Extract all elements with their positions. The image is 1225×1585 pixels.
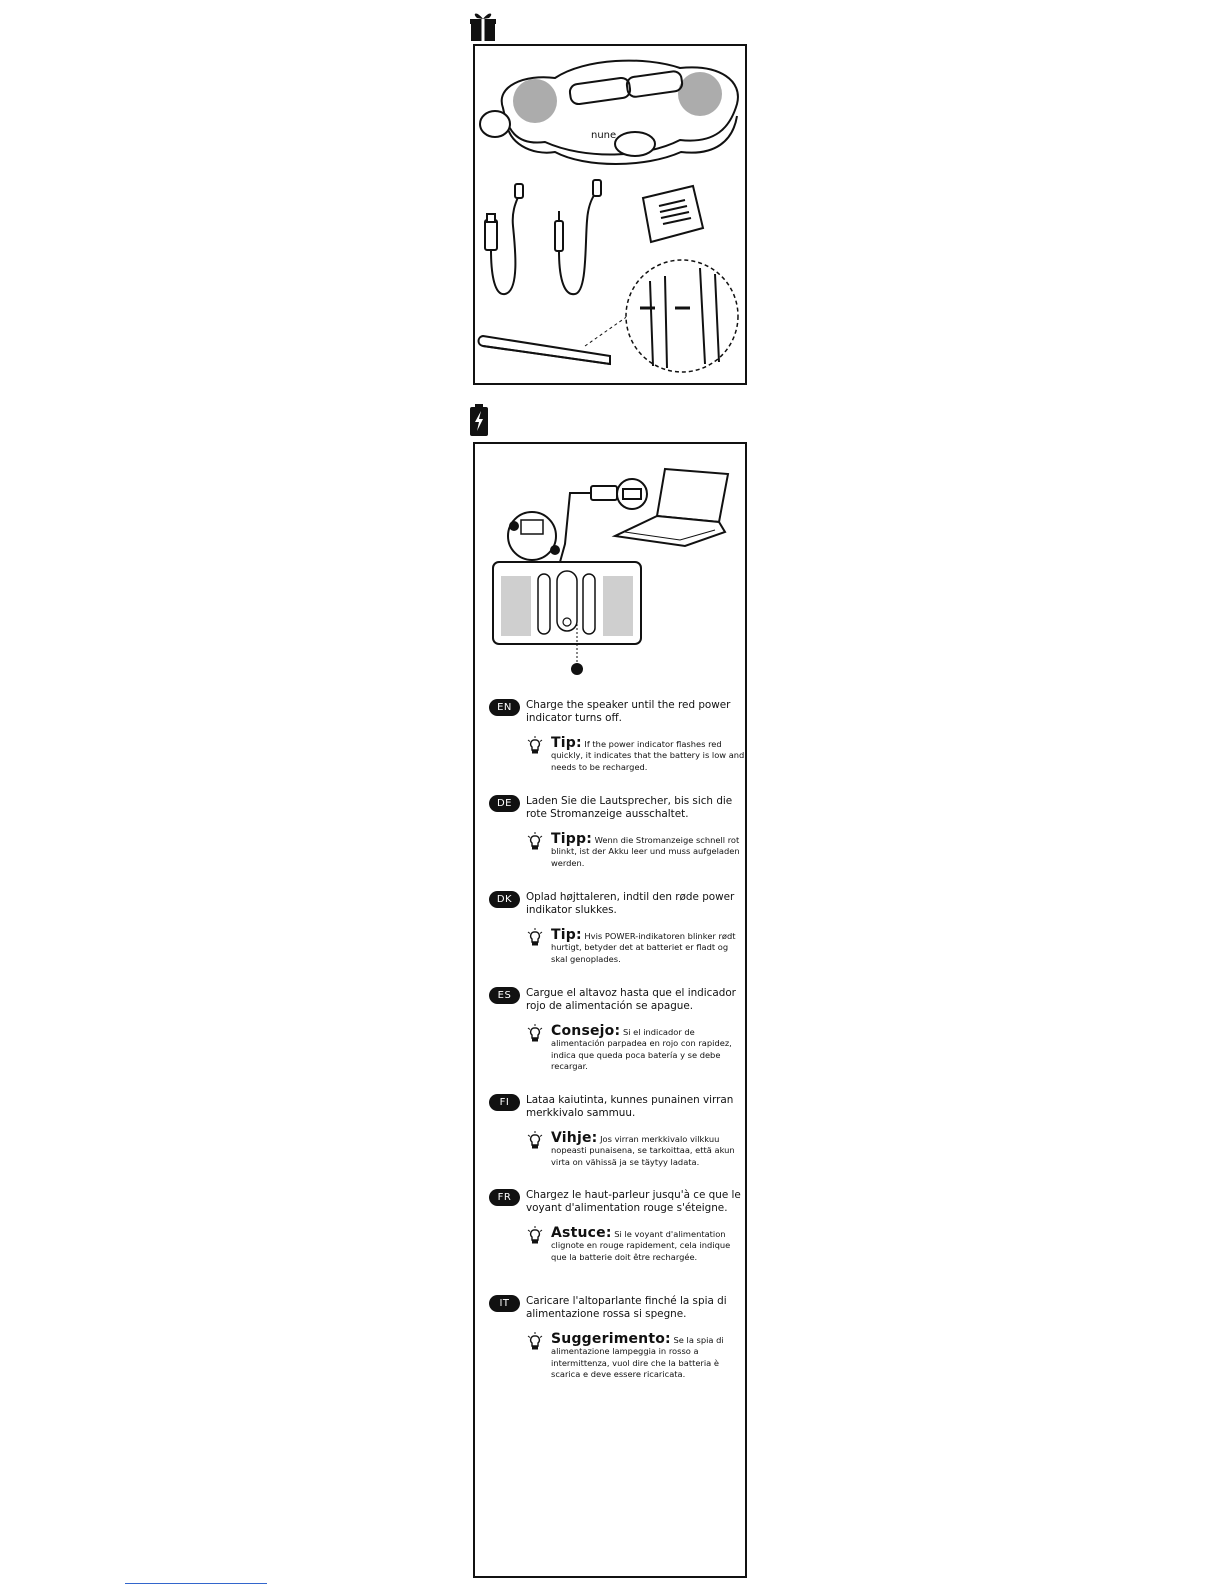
lightbulb-icon [527, 1226, 543, 1244]
instruction-text: Laden Sie die Lautsprecher, bis sich die… [526, 795, 733, 820]
tip-label: Tipp: [551, 831, 592, 847]
speaker-foot [614, 131, 656, 157]
tip-label: Consejo: [551, 1023, 621, 1039]
lightbulb-icon [527, 1332, 543, 1350]
battery-charging-icon [470, 404, 488, 436]
speaker-foot [479, 110, 511, 138]
language-badge: FI [489, 1094, 520, 1111]
instruction-text: Chargez le haut-parleur jusqu'à ce que l… [526, 1189, 741, 1214]
tip-label: Tip: [551, 927, 582, 943]
language-badge: DK [489, 891, 520, 908]
speaker-front-illustration [492, 561, 642, 645]
language-badge: EN [489, 699, 520, 716]
tip-label: Astuce: [551, 1225, 612, 1241]
instruction-text: Oplad højttaleren, indtil den røde power… [526, 891, 735, 916]
port-detail-callout [507, 511, 560, 561]
instruction-text: Cargue el altavoz hasta que el indicador… [526, 987, 736, 1012]
instruction-text: Charge the speaker until the red power i… [526, 699, 731, 724]
cable-line [559, 492, 591, 563]
speaker-illustration [500, 59, 739, 165]
tip-text: Wenn die Stromanzeige schnell rot blinkt… [551, 835, 740, 868]
laptop-illustration [611, 467, 730, 548]
power-indicator-icon [571, 663, 583, 675]
lightbulb-icon [527, 736, 543, 754]
instruction-text: Caricare l'altoparlante finché la spia d… [526, 1295, 727, 1320]
tip-text: Hvis POWER-indikatoren blinker rødt hurt… [551, 931, 736, 964]
tip-text: If the power indicator flashes red quick… [551, 739, 745, 772]
language-badge: DE [489, 795, 520, 812]
speaker-grille [513, 72, 722, 123]
usb-port-callout [590, 478, 648, 510]
tip-text: Si el indicador de alimentación parpadea… [551, 1027, 732, 1071]
tip-label: Tip: [551, 735, 582, 751]
gift-box-icon [470, 10, 496, 42]
lightbulb-icon [527, 928, 543, 946]
strap-detail-callout [625, 259, 739, 373]
instruction-text: Lataa kaiutinta, kunnes punainen virran … [526, 1094, 734, 1119]
tip-text: Se la spia di alimentazione lampeggia in… [551, 1335, 724, 1379]
language-badge: IT [489, 1295, 520, 1312]
tip-label: Suggerimento: [551, 1331, 671, 1347]
tip-text: Jos virran merkkivalo vilkkuu nopeasti p… [551, 1134, 735, 1167]
language-badge: ES [489, 987, 520, 1004]
usb-cable-illustration [484, 183, 524, 296]
lightbulb-icon [527, 832, 543, 850]
lightbulb-icon [527, 1024, 543, 1042]
strap-illustration [477, 334, 611, 366]
manual-illustration [641, 184, 705, 244]
lightbulb-icon [527, 1131, 543, 1149]
charging-panel: EN Charge the speaker until the red powe… [473, 442, 747, 1578]
audio-cable-illustration [554, 179, 602, 296]
tip-label: Vihje: [551, 1130, 598, 1146]
language-badge: FR [489, 1189, 520, 1206]
package-contents-panel: nune [473, 44, 747, 385]
divider [125, 1583, 267, 1584]
logo-text: nune [591, 130, 616, 141]
tip-text: Si le voyant d'alimentation clignote en … [551, 1229, 731, 1262]
